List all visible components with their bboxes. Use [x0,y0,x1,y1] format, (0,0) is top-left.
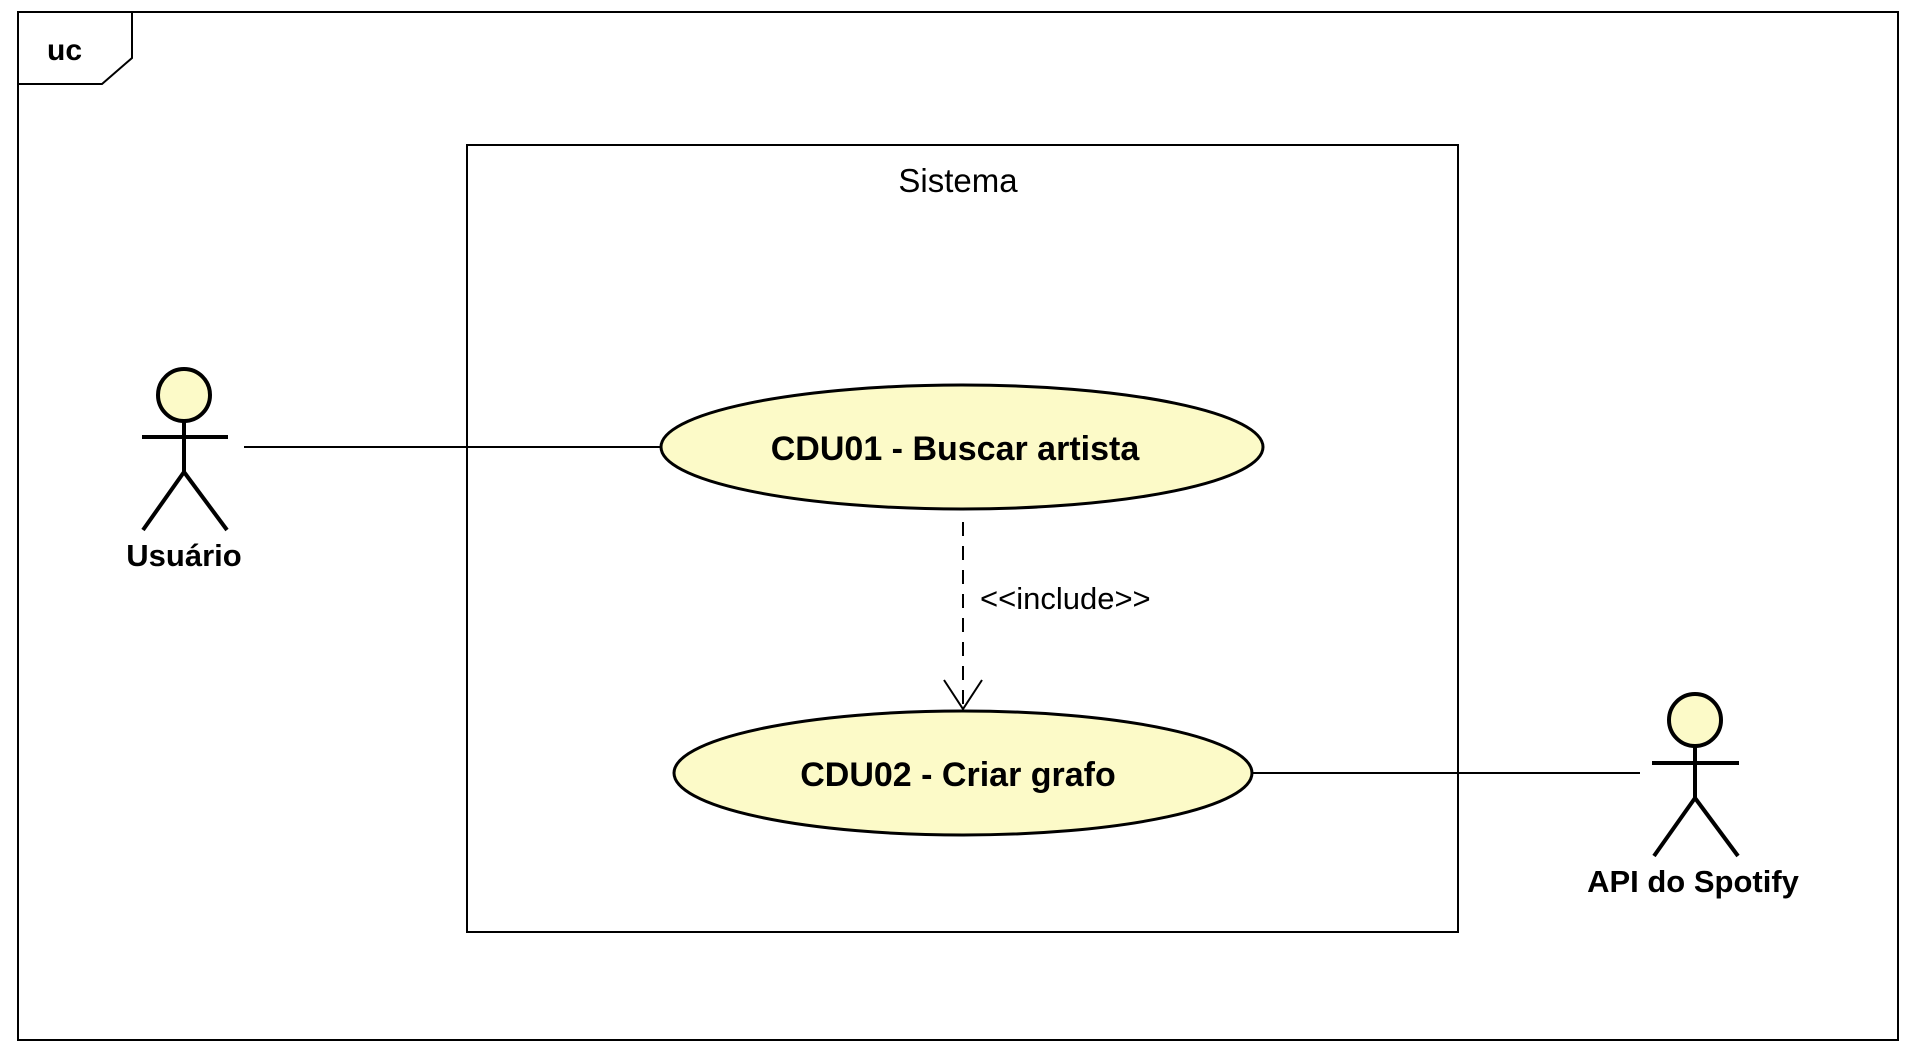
diagram-frame [17,11,1899,1041]
use-case-cdu02[interactable]: CDU02 - Criar grafo [672,709,1254,837]
stick-figure-icon [1652,692,1740,858]
frame-tag-label: uc [47,34,82,67]
actor-label: API do Spotify [1587,864,1800,899]
include-stereotype-label: <<include>> [980,581,1151,616]
system-title: Sistema [898,162,1018,199]
actor-label: Usuário [126,538,241,573]
actor-usuario[interactable]: Usuário [126,367,242,573]
use-case-label: CDU01 - Buscar artista [771,430,1141,468]
use-case-cdu01[interactable]: CDU01 - Buscar artista [659,383,1265,511]
use-case-ellipse [659,383,1265,511]
include-arrowhead-icon [943,679,983,711]
frame-tag-box [17,11,133,85]
use-case-label: CDU02 - Criar grafo [800,756,1116,794]
use-case-ellipse [672,709,1254,837]
stick-figure-icon [141,367,229,532]
actor-api-spotify[interactable]: API do Spotify [1587,692,1800,899]
